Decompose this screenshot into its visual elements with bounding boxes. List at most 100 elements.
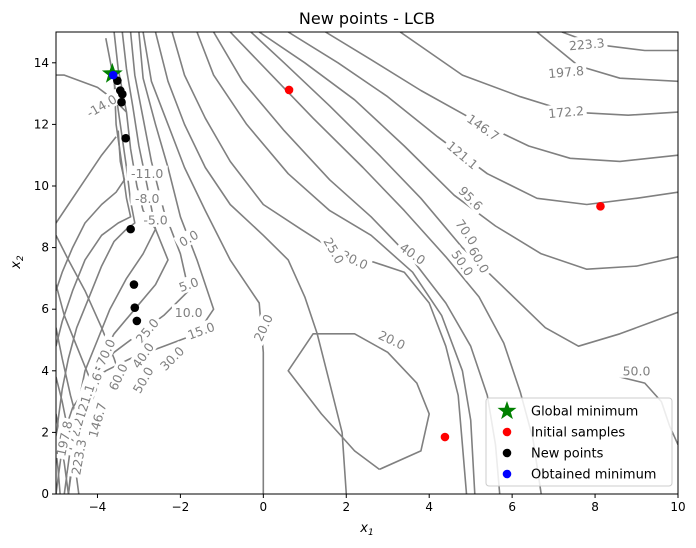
contour-label-19: -8.0 bbox=[135, 191, 159, 206]
legend-marker-1 bbox=[502, 427, 512, 437]
plot-frame bbox=[55, 31, 679, 495]
contour-label-bg-26 bbox=[103, 358, 132, 396]
marker-series-2-6 bbox=[129, 280, 139, 289]
contour-label-bg-1 bbox=[544, 62, 588, 81]
contour-label-4: 121.1 bbox=[444, 138, 481, 173]
contour-label-18: -5.0 bbox=[143, 212, 167, 227]
contour-label-bg-22 bbox=[130, 312, 164, 349]
contour-label-33: 223.3 bbox=[68, 438, 89, 476]
marker-series-1-2 bbox=[440, 432, 450, 442]
contour-label-bg-12 bbox=[248, 309, 277, 346]
contour-line-22 bbox=[56, 136, 117, 224]
marker-series-2-2 bbox=[118, 89, 127, 99]
x-axis-label: x1 bbox=[359, 521, 373, 538]
contour-label-bg-23 bbox=[154, 340, 189, 376]
legend-label-2: New points bbox=[531, 447, 604, 462]
y-tick-label-4: 8 bbox=[41, 241, 49, 255]
contour-line-3 bbox=[325, 32, 678, 163]
contour-label-bg-32 bbox=[56, 416, 76, 461]
contour-label-bg-5 bbox=[453, 180, 489, 216]
legend-marker-2 bbox=[502, 448, 512, 458]
y-tick-label-2: 4 bbox=[41, 364, 49, 378]
contour-label-bg-20 bbox=[126, 165, 168, 181]
x-tick-label-3: 2 bbox=[342, 500, 350, 514]
contour-label-bg-34 bbox=[619, 362, 654, 378]
contour-label-bg-30 bbox=[84, 398, 110, 442]
y-tick-label-0: 0 bbox=[41, 487, 49, 501]
contour-label-14: 15.0 bbox=[185, 319, 216, 343]
contour-label-1: 197.8 bbox=[548, 63, 585, 81]
contour-label-bg-25 bbox=[127, 361, 158, 399]
x-tick-label-4: 4 bbox=[425, 500, 433, 514]
y-tick-label-5: 10 bbox=[34, 179, 49, 193]
x-tick-label-5: 6 bbox=[508, 500, 516, 514]
y-tick-label-1: 2 bbox=[41, 425, 49, 439]
contour-label-bg-7 bbox=[464, 241, 495, 278]
contour-line-11 bbox=[154, 32, 348, 494]
contour-label-bg-13 bbox=[373, 325, 411, 354]
marker-series-2-4 bbox=[121, 133, 130, 143]
plot-area: 223.3197.8172.2146.7121.195.670.060.050.… bbox=[56, 32, 678, 494]
marker-series-3-0 bbox=[108, 70, 118, 80]
x-axis-label-subscript: 1 bbox=[368, 528, 374, 538]
contour-line-4 bbox=[287, 32, 678, 206]
contour-label-bg-9 bbox=[394, 237, 431, 270]
y-axis-label-subscript: 2 bbox=[16, 255, 26, 261]
contour-label-bg-4 bbox=[442, 135, 484, 174]
legend-marker-0 bbox=[497, 401, 517, 420]
contour-label-0: 223.3 bbox=[568, 35, 605, 53]
contour-label-bg-21 bbox=[79, 88, 123, 123]
x-tick-label-0: −4 bbox=[89, 500, 107, 514]
contour-label-bg-19 bbox=[130, 190, 165, 206]
contour-label-bg-14 bbox=[182, 317, 220, 344]
contour-label-bg-2 bbox=[544, 102, 588, 121]
contour-label-bg-24 bbox=[126, 337, 159, 374]
x-axis-label-base: x bbox=[359, 521, 368, 536]
contour-line-12 bbox=[142, 32, 265, 494]
chart-title: New points - LCB bbox=[299, 9, 435, 28]
marker-series-2-7 bbox=[130, 303, 140, 312]
marker-series-1-0 bbox=[284, 85, 294, 95]
contour-label-bg-3 bbox=[462, 109, 505, 145]
marker-series-1-1 bbox=[596, 202, 605, 211]
contour-label-bg-18 bbox=[138, 211, 173, 227]
contour-line-2 bbox=[399, 32, 678, 116]
contour-label-bg-11 bbox=[319, 232, 350, 269]
contour-line-1 bbox=[536, 32, 678, 83]
contour-label-20: -11.0 bbox=[131, 166, 163, 181]
x-tick-label-6: 8 bbox=[591, 500, 599, 514]
y-axis-label: x2 bbox=[9, 255, 26, 270]
legend-box bbox=[485, 397, 673, 487]
contour-line-13 bbox=[287, 333, 430, 471]
contour-line-23 bbox=[56, 234, 124, 384]
contour-label-bg-16 bbox=[173, 272, 204, 296]
y-tick-label-7: 14 bbox=[34, 56, 49, 70]
contour-label-2: 172.2 bbox=[548, 103, 585, 121]
x-tick-label-7: 10 bbox=[670, 500, 685, 514]
contour-label-bg-17 bbox=[173, 224, 204, 251]
contour-label-21: -14.0 bbox=[84, 91, 120, 120]
contour-label-3: 146.7 bbox=[464, 111, 502, 144]
contour-line-20 bbox=[56, 130, 126, 291]
contour-label-bg-15 bbox=[171, 304, 206, 320]
legend-label-1: Initial samples bbox=[531, 426, 625, 441]
contour-label-bg-33 bbox=[67, 435, 90, 479]
contour-label-bg-27 bbox=[91, 333, 120, 371]
y-axis-label-base: x bbox=[9, 261, 24, 270]
marker-series-2-8 bbox=[132, 316, 142, 326]
contour-label-12: 20.0 bbox=[251, 312, 276, 344]
contour-label-16: 5.0 bbox=[177, 274, 201, 295]
marker-series-2-3 bbox=[117, 97, 126, 107]
contour-label-bg-8 bbox=[447, 244, 479, 281]
contour-label-15: 10.0 bbox=[175, 305, 203, 320]
legend-label-0: Global minimum bbox=[531, 405, 638, 420]
contour-line-9 bbox=[196, 32, 476, 494]
legend-label-3: Obtained minimum bbox=[531, 468, 656, 483]
y-tick-label-6: 12 bbox=[34, 117, 49, 131]
legend-marker-3 bbox=[502, 469, 512, 479]
contour-label-bg-6 bbox=[451, 213, 483, 250]
y-tick-label-3: 6 bbox=[41, 302, 49, 316]
